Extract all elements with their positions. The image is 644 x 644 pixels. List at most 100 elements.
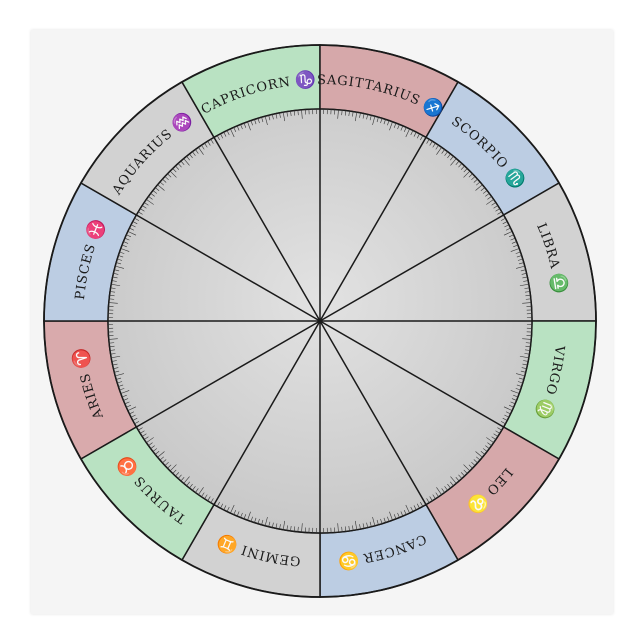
tick xyxy=(233,509,237,515)
tick xyxy=(150,193,155,197)
tick xyxy=(520,370,526,373)
tick xyxy=(515,251,521,254)
tick xyxy=(344,110,347,116)
tick xyxy=(167,173,172,178)
tick xyxy=(120,390,130,394)
tick xyxy=(297,526,299,532)
tick xyxy=(113,367,119,369)
tick xyxy=(148,442,153,446)
tick xyxy=(140,430,145,434)
tick xyxy=(362,113,365,119)
tick xyxy=(162,178,167,183)
tick xyxy=(455,160,460,165)
tick xyxy=(268,115,271,121)
tick xyxy=(108,302,118,304)
tick xyxy=(112,276,118,279)
tick xyxy=(476,181,481,186)
tick xyxy=(210,498,214,503)
tick xyxy=(450,476,457,484)
tick xyxy=(189,153,193,159)
tick xyxy=(132,221,138,225)
tick xyxy=(118,255,124,258)
tick xyxy=(183,158,190,166)
tick xyxy=(519,355,529,359)
tick xyxy=(426,139,430,144)
tick xyxy=(393,122,397,128)
tick xyxy=(416,503,420,509)
tick xyxy=(109,342,115,344)
tick xyxy=(473,459,478,464)
tick xyxy=(279,524,281,530)
tick xyxy=(120,248,130,252)
tick xyxy=(413,131,417,137)
tick xyxy=(397,512,400,518)
tick xyxy=(485,193,490,197)
libra-symbol-icon: ♎ xyxy=(547,271,571,296)
tick xyxy=(516,384,522,387)
tick xyxy=(250,516,253,522)
tick xyxy=(510,401,516,405)
tick xyxy=(169,464,177,472)
tick xyxy=(410,506,414,512)
tick xyxy=(517,258,523,261)
tick xyxy=(376,519,379,525)
tick xyxy=(436,487,442,495)
tick xyxy=(521,367,527,369)
tick xyxy=(389,511,393,521)
tick xyxy=(109,298,115,300)
tick xyxy=(487,196,492,200)
tick xyxy=(111,360,117,362)
tick xyxy=(376,117,379,123)
tick xyxy=(525,294,531,297)
tick xyxy=(410,130,414,136)
tick xyxy=(264,116,268,125)
tick xyxy=(387,120,390,126)
tick xyxy=(523,280,529,282)
tick xyxy=(220,133,224,139)
tick xyxy=(144,436,149,440)
tick xyxy=(210,139,214,144)
tick xyxy=(429,496,433,501)
tick xyxy=(223,505,227,511)
spoke xyxy=(319,320,504,428)
tick xyxy=(518,377,524,380)
tick xyxy=(366,114,368,120)
tick xyxy=(473,178,478,183)
tick xyxy=(243,514,247,520)
capricorn-symbol-icon: ♑ xyxy=(294,68,317,90)
tick xyxy=(250,120,253,126)
tick xyxy=(134,217,140,221)
tick xyxy=(505,227,511,231)
tick xyxy=(226,506,230,512)
tick xyxy=(272,522,274,528)
tick xyxy=(282,520,286,530)
tick xyxy=(524,349,530,351)
tick xyxy=(432,143,436,148)
tick xyxy=(463,464,471,472)
tick xyxy=(441,488,445,493)
tick xyxy=(500,217,506,221)
tick xyxy=(525,298,531,300)
spoke xyxy=(136,214,321,322)
tick xyxy=(175,165,180,170)
tick xyxy=(192,486,196,491)
tick xyxy=(471,461,476,466)
tick xyxy=(502,417,508,421)
tick xyxy=(275,523,278,529)
tick xyxy=(485,445,490,449)
tick xyxy=(172,168,177,173)
tick xyxy=(301,109,303,119)
tick xyxy=(204,143,208,148)
tick xyxy=(150,445,155,449)
tick xyxy=(525,345,531,348)
tick xyxy=(220,503,224,509)
tick xyxy=(142,205,147,209)
tick xyxy=(129,227,135,231)
tick xyxy=(387,516,390,522)
tick xyxy=(110,353,116,355)
tick xyxy=(132,417,138,421)
tick xyxy=(223,131,227,137)
outer-ring xyxy=(43,44,597,598)
tick xyxy=(109,345,115,348)
tick xyxy=(247,511,251,521)
